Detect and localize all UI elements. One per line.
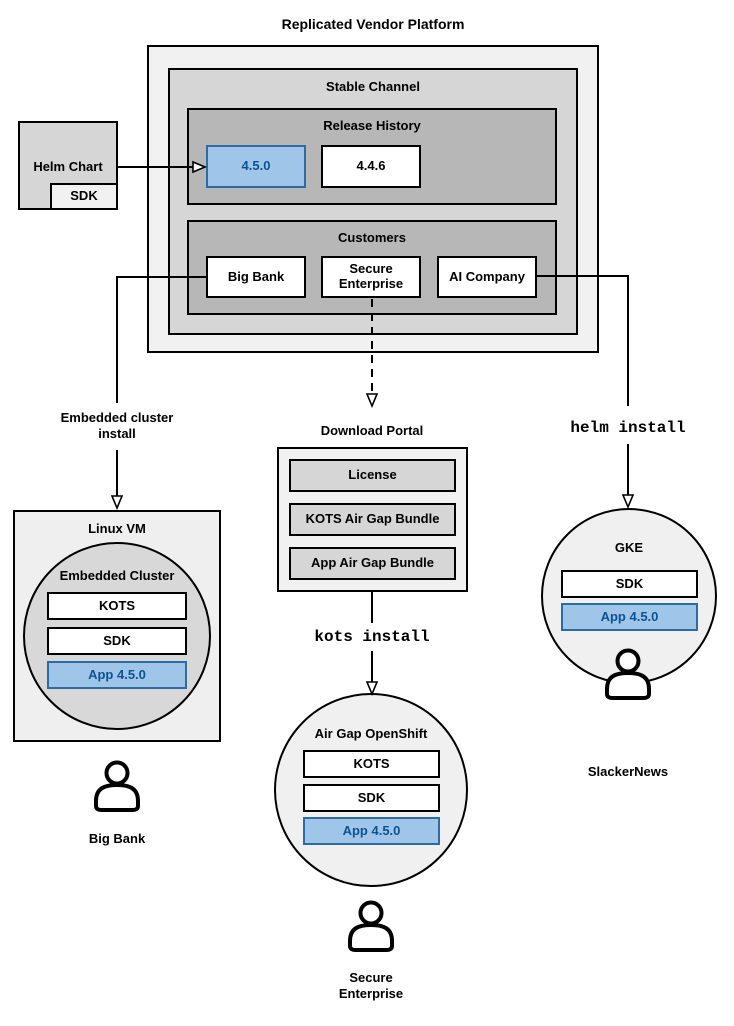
embedded-cluster-label: Embedded Cluster [59, 568, 175, 583]
helm-install-label: helm install [570, 419, 686, 437]
helm-chart-label: Helm Chart [33, 159, 103, 174]
big-bank-user-icon [94, 760, 140, 812]
customer-secure-enterprise: Secure Enterprise [321, 256, 421, 298]
big-bank-user-label: Big Bank [88, 831, 146, 846]
openshift-kots-box: KOTS [303, 750, 440, 778]
release-version-4-5-0: 4.5.0 [206, 145, 306, 188]
release-history-label: Release History [323, 118, 421, 133]
linux-vm-kots-box: KOTS [47, 592, 187, 620]
license-box: License [289, 459, 456, 492]
gke-sdk-box: SDK [561, 570, 698, 598]
openshift-app-box: App 4.5.0 [303, 817, 440, 845]
stable-channel-label: Stable Channel [326, 79, 420, 94]
kots-air-gap-bundle-box: KOTS Air Gap Bundle [289, 503, 456, 536]
gke-app-box: App 4.5.0 [561, 603, 698, 631]
kots-install-label: kots install [314, 628, 430, 646]
customers-label: Customers [338, 230, 406, 245]
helm-chart-sdk-box: SDK [50, 183, 118, 210]
diagram-title: Replicated Vendor Platform [281, 16, 465, 32]
linux-vm-sdk-box: SDK [47, 627, 187, 655]
customer-big-bank: Big Bank [206, 256, 306, 298]
openshift-sdk-box: SDK [303, 784, 440, 812]
download-portal-label: Download Portal [320, 423, 424, 438]
release-version-4-4-6: 4.4.6 [321, 145, 421, 188]
customer-ai-company: AI Company [437, 256, 537, 298]
air-gap-openshift-label: Air Gap OpenShift [314, 726, 428, 741]
linux-vm-app-box: App 4.5.0 [47, 661, 187, 689]
embedded-install-label: Embedded cluster install [60, 410, 174, 442]
linux-vm-label: Linux VM [88, 521, 146, 536]
secure-enterprise-user-label: Secure Enterprise [338, 970, 404, 1002]
gke-label: GKE [614, 540, 644, 555]
slackernews-user-icon [605, 648, 651, 700]
slackernews-user-label: SlackerNews [587, 764, 669, 779]
app-air-gap-bundle-box: App Air Gap Bundle [289, 547, 456, 580]
secure-enterprise-user-icon [348, 900, 394, 952]
